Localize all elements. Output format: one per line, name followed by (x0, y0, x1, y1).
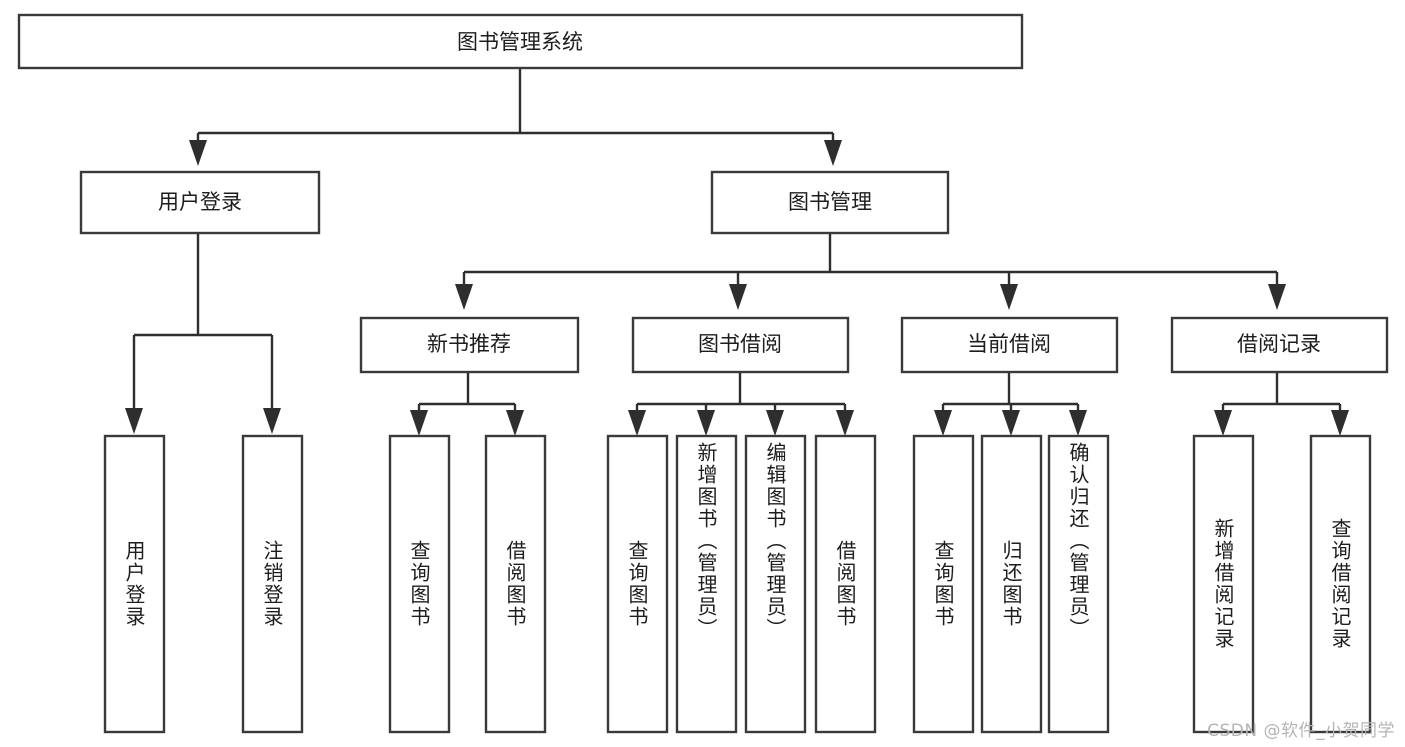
arrow-to-new-book-rec (455, 284, 473, 310)
leaf-label-borrow-book-1: 借阅图书 (503, 540, 527, 628)
leaf-label-user-login: 用户登录 (122, 540, 146, 628)
node-book-borrow-label: 图书借阅 (698, 332, 782, 356)
connector-bookmanage-to-level3 (455, 233, 1286, 310)
arrow-to-leaf-borrow-book-1 (506, 410, 524, 436)
leaf-node-add-record[interactable] (1192, 434, 1255, 734)
leaf-label-query-book-3: 查询图书 (931, 540, 955, 628)
leaf-node-query-record[interactable] (1309, 434, 1372, 734)
arrow-to-leaf-borrow-book-2 (836, 410, 854, 436)
arrow-to-leaf-edit-book (766, 410, 784, 436)
node-root[interactable]: 图书管理系统 (17, 13, 1024, 70)
arrow-to-leaf-add-book (697, 410, 715, 436)
arrow-to-leaf-user-login (125, 408, 143, 434)
leaf-node-logout[interactable] (241, 434, 304, 734)
connector-bookborrow-to-leaves (628, 372, 854, 436)
arrow-to-current-borrow (1000, 284, 1018, 310)
arrow-to-leaf-query-book-3 (934, 410, 952, 436)
leaf-node-return-book[interactable] (980, 434, 1043, 734)
csdn-watermark: CSDN @软件_小贺同学 (1207, 721, 1395, 741)
connector-userlogin-to-leaves (125, 233, 281, 434)
leaf-label-logout: 注销登录 (260, 540, 284, 628)
leaf-label-query-record: 查询借阅记录 (1328, 518, 1352, 650)
arrow-to-leaf-add-record (1214, 410, 1232, 436)
leaf-node-edit-book[interactable] (744, 434, 807, 734)
arrow-to-leaf-logout (263, 408, 281, 434)
arrow-to-leaf-return-book (1002, 410, 1020, 436)
leaf-node-query-book-1[interactable] (388, 434, 451, 734)
node-current-borrow-label: 当前借阅 (967, 332, 1051, 356)
node-user-login[interactable]: 用户登录 (79, 170, 321, 235)
node-user-login-label: 用户登录 (158, 190, 242, 214)
connector-newbookrec-to-leaves (410, 372, 524, 436)
leaf-node-borrow-book-1[interactable] (484, 434, 547, 734)
leaf-label-query-book-2: 查询图书 (625, 540, 649, 628)
arrow-to-borrow-record (1268, 284, 1286, 310)
node-borrow-record[interactable]: 借阅记录 (1170, 316, 1389, 374)
leaf-label-query-book-1: 查询图书 (407, 540, 431, 628)
arrow-to-user-login (189, 140, 207, 166)
leaf-label-return-book: 归还图书 (999, 540, 1023, 628)
leaf-node-query-book-3[interactable] (912, 434, 975, 734)
arrow-to-leaf-query-book-1 (410, 410, 428, 436)
leaf-node-add-book[interactable] (675, 434, 738, 734)
node-book-manage[interactable]: 图书管理 (710, 170, 950, 235)
arrow-to-book-borrow (729, 284, 747, 310)
arrow-to-leaf-query-book-2 (628, 410, 646, 436)
leaf-node-user-login[interactable] (103, 434, 166, 734)
connector-currentborrow-to-leaves (934, 372, 1087, 436)
arrow-to-leaf-query-record (1331, 410, 1349, 436)
arrow-to-leaf-confirm-return (1069, 410, 1087, 436)
leaf-node-query-book-2[interactable] (606, 434, 669, 734)
leaf-node-borrow-book-2[interactable] (814, 434, 877, 734)
connector-root-to-level2 (189, 68, 842, 166)
node-new-book-rec-label: 新书推荐 (427, 332, 511, 356)
leaf-label-confirm-return: 确认归还（管理员） (1066, 442, 1090, 640)
node-book-borrow[interactable]: 图书借阅 (631, 316, 850, 374)
node-book-manage-label: 图书管理 (788, 190, 872, 214)
leaf-label-borrow-book-2: 借阅图书 (833, 540, 857, 628)
node-borrow-record-label: 借阅记录 (1237, 332, 1321, 356)
node-current-borrow[interactable]: 当前借阅 (900, 316, 1119, 374)
leaf-label-add-book: 新增图书（管理员） (694, 442, 718, 640)
arrow-to-book-manage (824, 140, 842, 166)
leaf-label-add-record: 新增借阅记录 (1211, 518, 1235, 650)
node-new-book-rec[interactable]: 新书推荐 (359, 316, 580, 374)
leaf-node-confirm-return[interactable] (1047, 434, 1110, 734)
node-root-label: 图书管理系统 (457, 30, 583, 54)
leaf-label-edit-book: 编辑图书（管理员） (763, 442, 787, 640)
connector-borrowrecord-to-leaves (1214, 372, 1349, 436)
